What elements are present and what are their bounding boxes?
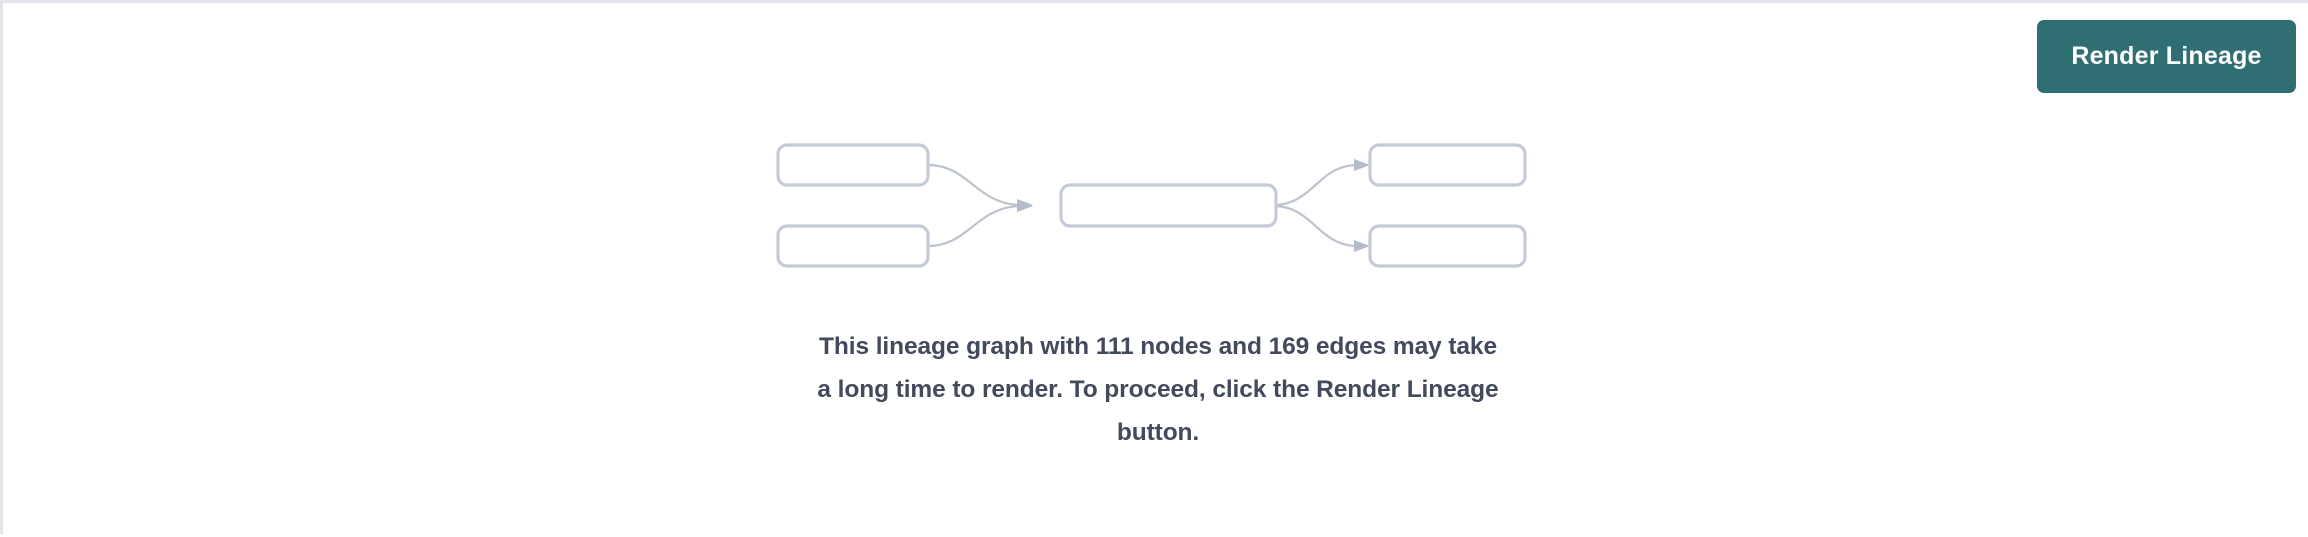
edge-arrowhead-right-top bbox=[1354, 159, 1370, 171]
graph-node-left-top bbox=[776, 143, 930, 187]
message-line-2: a long time to render. To proceed, click… bbox=[817, 376, 1499, 403]
message-line-1: This lineage graph with 111 nodes and 16… bbox=[819, 333, 1497, 360]
graph-node-right-top bbox=[1368, 143, 1527, 187]
graph-node-center bbox=[1059, 183, 1278, 228]
edge-arrowhead-left-bottom bbox=[1017, 200, 1033, 212]
graph-node-right-bottom bbox=[1368, 224, 1527, 268]
edge-arrowhead-left-top bbox=[1017, 199, 1033, 211]
lineage-warning-message: This lineage graph with 111 nodes and 16… bbox=[693, 325, 1623, 454]
edge-center-to-right-top bbox=[1275, 163, 1356, 207]
edge-left-bottom-to-center bbox=[927, 204, 1019, 248]
edge-center-to-right-bottom bbox=[1275, 204, 1356, 248]
message-line-3: button. bbox=[1116, 419, 1200, 446]
graph-node-left-bottom bbox=[776, 224, 930, 268]
edge-arrowhead-right-bottom bbox=[1354, 240, 1370, 252]
lineage-graph-svg bbox=[776, 143, 1527, 268]
render-lineage-button[interactable]: Render Lineage bbox=[2037, 20, 2296, 93]
edge-left-top-to-center bbox=[927, 163, 1019, 207]
lineage-graph-placeholder bbox=[3, 3, 2308, 537]
